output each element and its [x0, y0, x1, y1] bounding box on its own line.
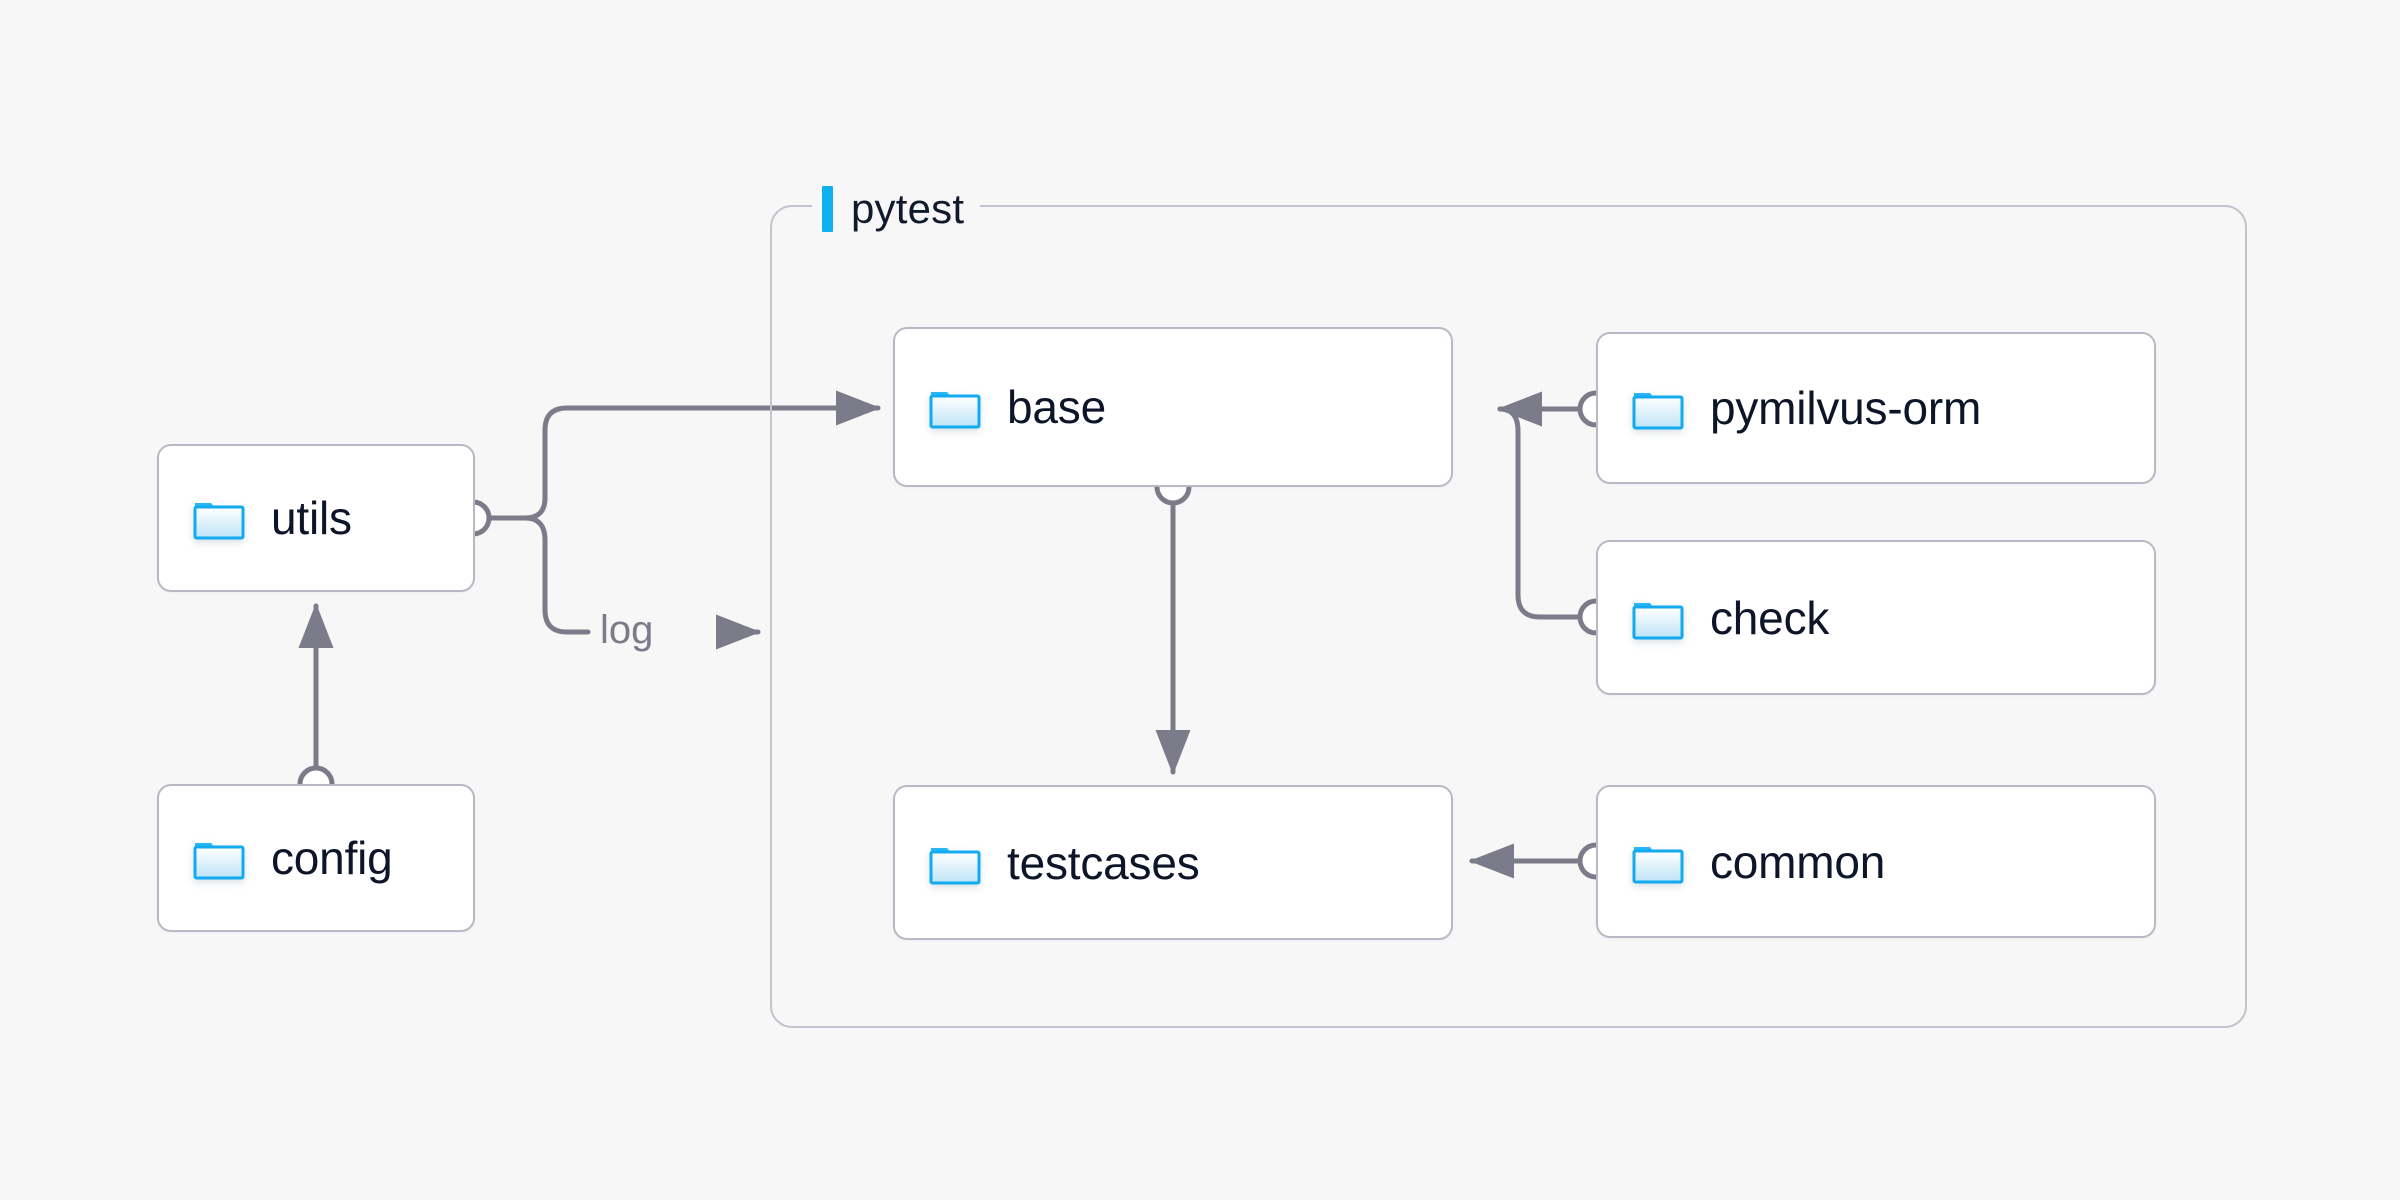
- group-pytest-container: [770, 205, 2247, 1028]
- folder-icon: [193, 496, 245, 540]
- folder-icon: [929, 385, 981, 429]
- folder-icon: [1632, 840, 1684, 884]
- group-label-text: pytest: [851, 185, 965, 232]
- folder-icon: [929, 841, 981, 885]
- node-check[interactable]: check: [1596, 540, 2156, 695]
- node-pymilvus-orm[interactable]: pymilvus-orm: [1596, 332, 2156, 484]
- node-common[interactable]: common: [1596, 785, 2156, 938]
- node-testcases[interactable]: testcases: [893, 785, 1453, 940]
- node-label: testcases: [1007, 836, 1200, 889]
- node-label: common: [1710, 835, 1886, 888]
- folder-icon: [1632, 386, 1684, 430]
- folder-icon: [193, 836, 245, 880]
- node-label: utils: [271, 492, 352, 544]
- group-pytest-label: pytest: [812, 180, 981, 238]
- edge-utils-log: [522, 515, 591, 635]
- node-label: config: [271, 832, 393, 884]
- node-utils[interactable]: utils: [157, 444, 475, 592]
- node-label: pymilvus-orm: [1710, 382, 1982, 434]
- edge-label-log: log: [600, 608, 654, 652]
- node-label: base: [1007, 381, 1106, 433]
- node-base[interactable]: base: [893, 327, 1453, 487]
- node-label: check: [1710, 591, 1830, 644]
- node-config[interactable]: config: [157, 784, 475, 932]
- group-accent-bar: [822, 186, 833, 232]
- folder-icon: [1632, 596, 1684, 640]
